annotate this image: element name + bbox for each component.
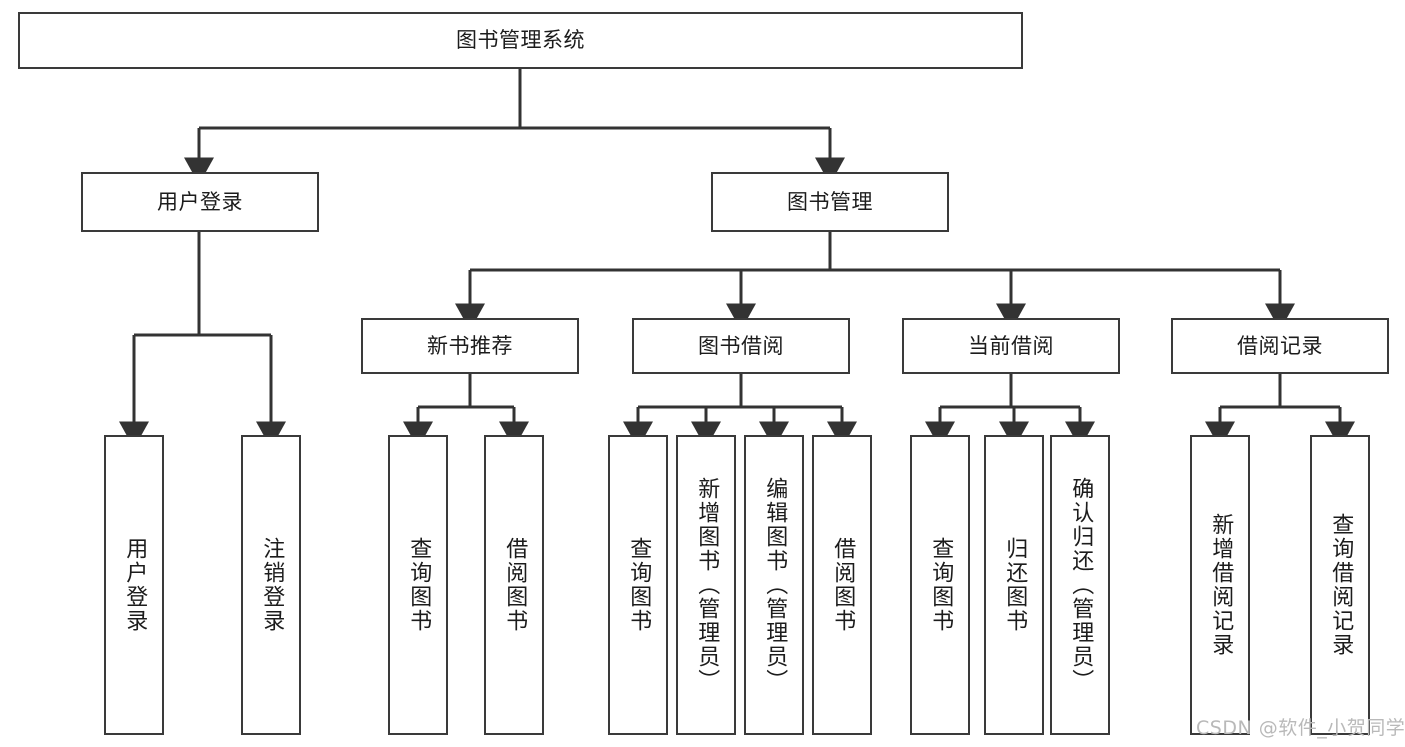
- node-current-borrow-label: 当前借阅: [968, 333, 1054, 358]
- node-leaf-edit-book-label: 编辑图书（管理员）: [762, 477, 788, 693]
- book-borrow-to-leaves-connectors: [623, 374, 857, 449]
- node-leaf-query-record[interactable]: 查询借阅记录: [1310, 435, 1370, 735]
- node-book-borrow-label: 图书借阅: [698, 333, 784, 358]
- book-manage-to-level3-connectors: [455, 232, 1295, 331]
- node-leaf-return-book-label: 归还图书: [1002, 537, 1028, 633]
- node-leaf-add-book-label: 新增图书（管理员）: [694, 477, 720, 693]
- node-leaf-query-record-label: 查询借阅记录: [1328, 513, 1354, 657]
- node-leaf-user-logout[interactable]: 注销登录: [241, 435, 301, 735]
- node-leaf-add-record[interactable]: 新增借阅记录: [1190, 435, 1250, 735]
- node-leaf-add-book[interactable]: 新增图书（管理员）: [676, 435, 736, 735]
- node-root[interactable]: 图书管理系统: [18, 12, 1023, 69]
- node-leaf-query-book-3[interactable]: 查询图书: [910, 435, 970, 735]
- node-leaf-borrow-book-1[interactable]: 借阅图书: [484, 435, 544, 735]
- csdn-watermark: CSDN @软件_小贺同学: [1196, 717, 1405, 739]
- node-leaf-query-book-2-label: 查询图书: [626, 537, 652, 633]
- node-leaf-return-book[interactable]: 归还图书: [984, 435, 1044, 735]
- node-leaf-edit-book[interactable]: 编辑图书（管理员）: [744, 435, 804, 735]
- node-leaf-borrow-book-1-label: 借阅图书: [502, 537, 528, 633]
- node-leaf-borrow-book-2[interactable]: 借阅图书: [812, 435, 872, 735]
- node-leaf-borrow-book-2-label: 借阅图书: [830, 537, 856, 633]
- node-root-label: 图书管理系统: [456, 28, 585, 53]
- node-borrow-record-label: 借阅记录: [1237, 333, 1323, 358]
- node-leaf-confirm-return[interactable]: 确认归还（管理员）: [1050, 435, 1110, 735]
- node-leaf-query-book-1[interactable]: 查询图书: [388, 435, 448, 735]
- node-leaf-query-book-3-label: 查询图书: [928, 537, 954, 633]
- node-leaf-user-login-label: 用户登录: [122, 537, 148, 633]
- node-book-borrow[interactable]: 图书借阅: [632, 318, 850, 374]
- node-leaf-query-book-1-label: 查询图书: [406, 537, 432, 633]
- root-to-level2-connectors: [184, 69, 845, 185]
- node-new-book-recommend[interactable]: 新书推荐: [361, 318, 579, 374]
- node-new-book-recommend-label: 新书推荐: [427, 333, 513, 358]
- node-book-manage[interactable]: 图书管理: [711, 172, 949, 232]
- node-current-borrow[interactable]: 当前借阅: [902, 318, 1120, 374]
- node-book-manage-label: 图书管理: [787, 189, 873, 214]
- node-leaf-add-record-label: 新增借阅记录: [1208, 513, 1234, 657]
- node-leaf-query-book-2[interactable]: 查询图书: [608, 435, 668, 735]
- node-leaf-confirm-return-label: 确认归还（管理员）: [1068, 477, 1094, 693]
- node-user-login-label: 用户登录: [157, 189, 243, 214]
- new-book-recommend-to-leaves-connectors: [403, 374, 529, 449]
- current-borrow-to-leaves-connectors: [925, 374, 1095, 449]
- node-leaf-user-logout-label: 注销登录: [259, 537, 285, 633]
- borrow-record-to-leaves-connectors: [1205, 374, 1355, 449]
- node-borrow-record[interactable]: 借阅记录: [1171, 318, 1389, 374]
- user-login-to-leaves-connectors: [119, 232, 286, 449]
- node-user-login[interactable]: 用户登录: [81, 172, 319, 232]
- node-leaf-user-login[interactable]: 用户登录: [104, 435, 164, 735]
